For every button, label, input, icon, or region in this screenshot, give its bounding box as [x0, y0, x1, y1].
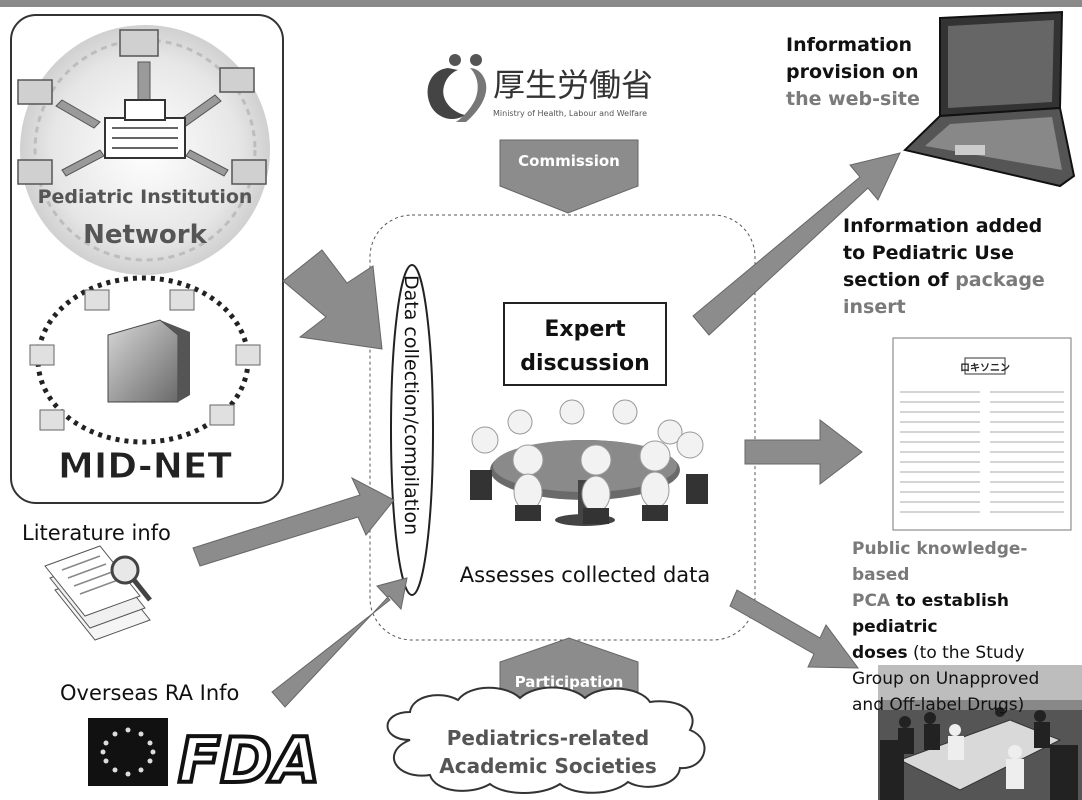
literature-arrow [192, 476, 395, 567]
web-line-1: Information [786, 34, 913, 56]
pca-line-3a: doses [852, 643, 908, 663]
societies-cloud [386, 686, 706, 794]
documents-icon [44, 545, 152, 641]
pca-line-1: Public knowledge-based [852, 539, 1028, 585]
hospital-network-icon [17, 25, 270, 275]
web-arrow [692, 152, 901, 336]
eu-flag-icon [88, 718, 168, 786]
meeting-photo-icon [878, 665, 1082, 800]
pkg-line-3b: package [955, 269, 1045, 291]
svg-text:ロキソニン: ロキソニン [960, 362, 1010, 374]
web-line-3: the web-site [786, 88, 920, 110]
ministry-logo-icon [427, 54, 487, 122]
top-bar [0, 0, 1082, 7]
web-info-text: Information provision on the web-site [786, 32, 936, 113]
laptop-icon [902, 10, 1076, 188]
pkg-line-3a: section of [843, 269, 956, 291]
expert-line-2: discussion [520, 351, 650, 376]
pca-line-4: Group on Unapproved [852, 669, 1040, 689]
pca-line-3: doses (to the Study [852, 640, 1082, 666]
ministry-kanji: 厚生労働省 [493, 66, 653, 104]
expert-discussion-box [503, 302, 667, 386]
web-line-2: provision on [786, 61, 919, 83]
literature-label: Literature info [22, 521, 171, 545]
midnet-label: MID-NET [58, 446, 232, 487]
overseas-label: Overseas RA Info [60, 681, 239, 705]
participation-label: Participation [515, 673, 624, 691]
pediatric-label-2: Network [83, 220, 208, 250]
commission-arrow [499, 139, 639, 214]
package-info-text: Information added to Pediatric Use secti… [843, 213, 1079, 321]
network-to-center-arrow [282, 249, 383, 350]
pca-line-5: and Off-label Drugs) [852, 695, 1025, 715]
expert-line-1: Expert [544, 317, 626, 342]
ministry-english: Ministry of Health, Labour and Welfare [493, 109, 647, 118]
hospital-building-icon [29, 275, 261, 445]
pkg-line-4: insert [843, 296, 906, 318]
societies-line-1: Pediatrics-related [447, 726, 649, 750]
data-collection-ellipse [390, 264, 434, 596]
assesses-label: Assesses collected data [460, 563, 711, 587]
overseas-arrow [271, 577, 408, 708]
pca-info-text: Public knowledge-based PCA to establish … [852, 536, 1082, 718]
svg-text:FDA: FDA [178, 724, 320, 797]
pca-line-2b: to establish pediatric [852, 591, 1010, 637]
meeting-people-icon [470, 399, 708, 526]
package-arrow [744, 418, 863, 486]
package-insert-icon: ロキソニン [892, 337, 1072, 531]
pkg-line-3: section of package [843, 267, 1079, 294]
data-collection-label: Data collection/compilation [400, 275, 422, 535]
pkg-line-2: to Pediatric Use [843, 242, 1014, 264]
fda-logo-icon: FDA [176, 722, 322, 799]
pca-line-3b: (to the Study [907, 643, 1025, 663]
pkg-line-1: Information added [843, 215, 1043, 237]
pediatric-label-1: Pediatric Institution [38, 186, 253, 208]
pca-arrow [729, 589, 860, 669]
pca-line-2: PCA to establish pediatric [852, 588, 1082, 640]
pca-line-2a: PCA [852, 591, 891, 611]
commission-label: Commission [518, 152, 620, 170]
societies-line-2: Academic Societies [439, 754, 657, 778]
